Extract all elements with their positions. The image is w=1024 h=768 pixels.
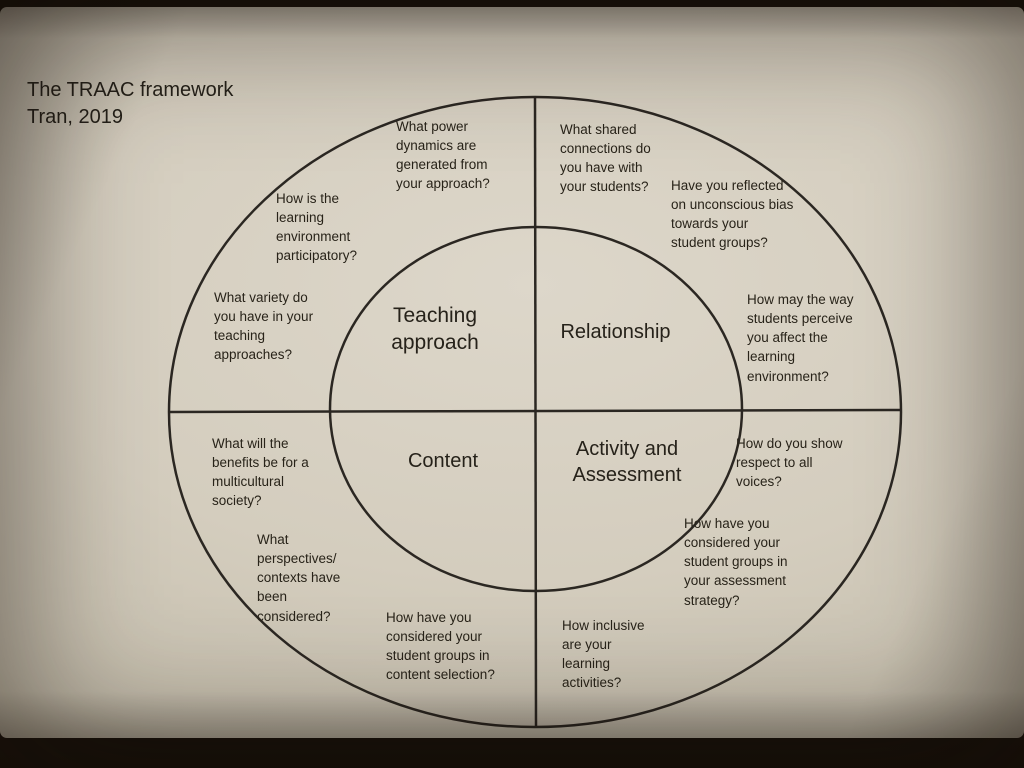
question-multicultural-benefits: What will the benefits be for a multicul… xyxy=(212,436,309,509)
question-student-perception: How may the way students perceive you af… xyxy=(747,292,854,384)
quadrant-label-activity-assessment: Activity and Assessment xyxy=(572,438,682,486)
title-block: The TRAAC framework Tran, 2019 xyxy=(27,77,233,131)
question-respect-voices: How do you show respect to all voices? xyxy=(736,436,843,490)
question-participatory-environment: How is the learning environment particip… xyxy=(276,191,358,264)
quadrant-label-content: Content xyxy=(407,450,479,472)
question-content-selection: How have you considered your student gro… xyxy=(386,610,495,683)
paper-sheet: The TRAAC framework Tran, 2019 Teaching … xyxy=(0,7,1024,738)
question-perspectives-contexts: What perspectives/ contexts have been co… xyxy=(257,532,341,624)
question-power-dynamics: What power dynamics are generated from y… xyxy=(396,119,490,192)
quadrant-label-teaching-approach: Teaching approach xyxy=(391,304,479,354)
quadrant-label-relationship: Relationship xyxy=(560,321,671,343)
question-teaching-variety: What variety do you have in your teachin… xyxy=(214,290,314,363)
question-assessment-strategy: How have you considered your student gro… xyxy=(684,516,788,608)
page-title: The TRAAC framework xyxy=(27,79,234,101)
traac-diagram xyxy=(167,95,903,729)
question-inclusive-activities: How inclusive are your learning activiti… xyxy=(562,618,645,691)
vertical-divider xyxy=(533,97,538,727)
question-unconscious-bias: Have you reflected on unconscious bias t… xyxy=(671,178,794,251)
page-subtitle: Tran, 2019 xyxy=(27,106,123,128)
question-shared-connections: What shared connections do you have with… xyxy=(560,122,651,195)
